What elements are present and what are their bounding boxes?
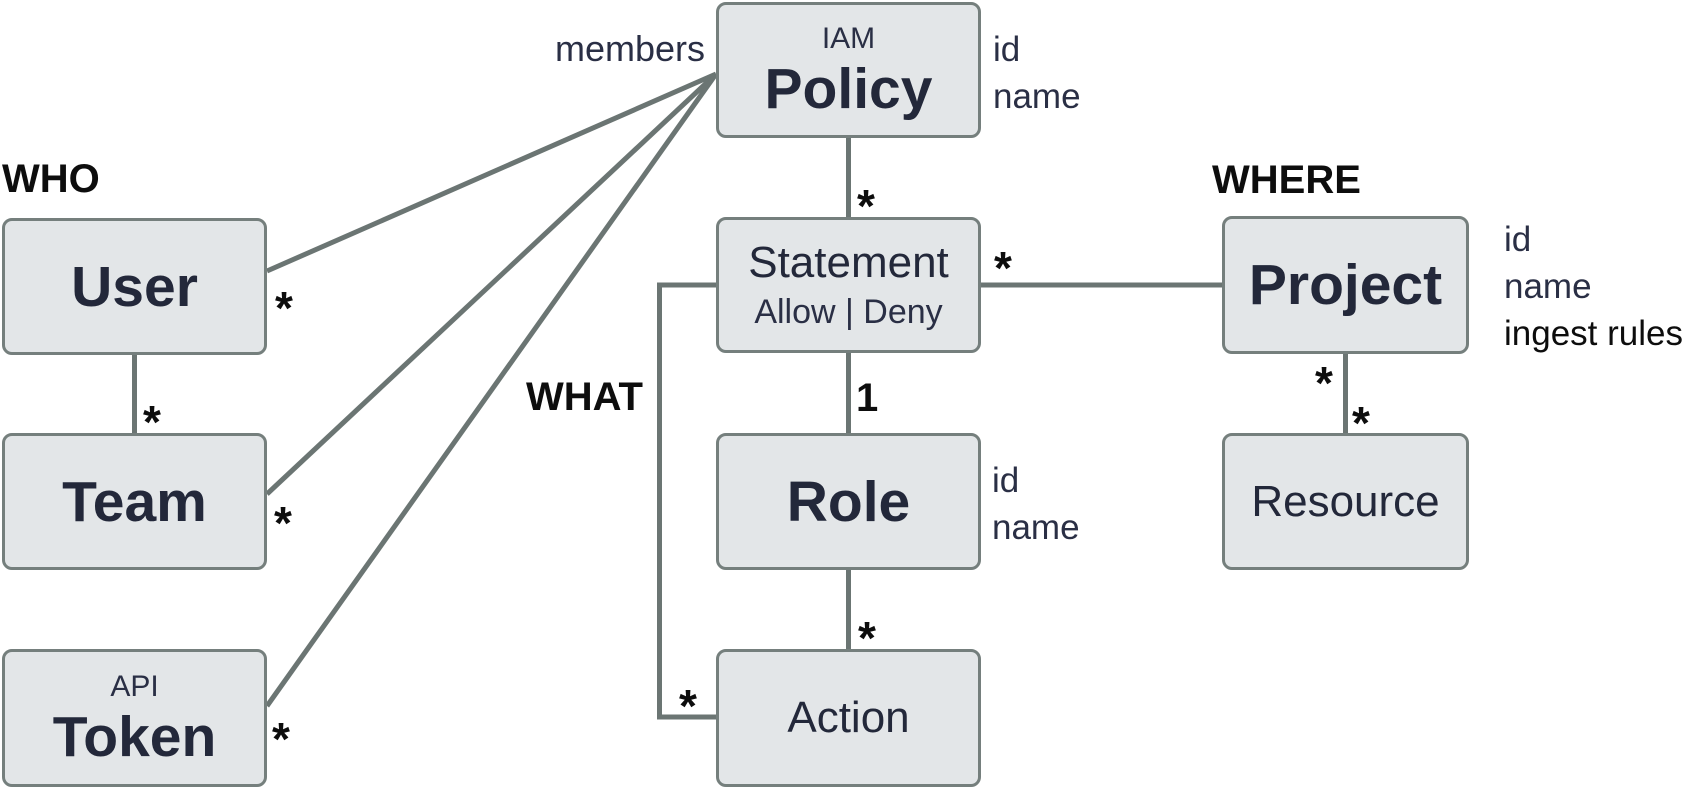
group-label-where: WHERE [1212,158,1361,202]
project-attr-id: id [1504,220,1532,259]
group-label-what: WHAT [526,375,643,419]
members-edge-label: members [554,28,705,69]
entity-action-title: Action [787,693,910,742]
cardinality-project-resource-upper: * [1315,357,1333,409]
edge-policy-token [264,72,719,708]
role-attr-id: id [992,461,1020,500]
entity-user-title: User [71,254,198,319]
entity-policy-prefix: IAM [821,22,876,55]
project-attr-ingest-rules: ingest rules [1504,314,1683,353]
entity-statement-subtitle: Allow | Deny [754,293,943,331]
entity-token-prefix: API [110,670,159,703]
role-attributes: id name [992,457,1080,551]
cardinality-statement-project: * [994,242,1012,294]
cardinality-token-policy: * [272,713,290,765]
cardinality-statement-role: 1 [856,376,879,420]
entity-policy: IAM Policy [716,2,981,138]
entity-token-title: Token [52,705,217,769]
policy-attributes: id name [993,26,1081,120]
cardinality-statement-action: * [679,680,697,732]
entity-statement: Statement Allow | Deny [716,217,981,353]
edge-policy-user [265,71,718,274]
cardinality-user-policy: * [275,282,293,334]
entity-user: User [2,218,267,355]
group-label-who: WHO [2,157,100,201]
entity-action: Action [716,649,981,787]
project-attr-name: name [1504,267,1592,306]
role-attr-name: name [992,508,1080,547]
entity-resource: Resource [1222,433,1469,570]
entity-statement-title: Statement [748,238,949,287]
cardinality-team-policy: * [274,497,292,549]
policy-attr-name: name [993,77,1081,116]
entity-project-title: Project [1248,253,1443,317]
cardinality-user-team: * [143,396,161,448]
entity-policy-title: Policy [764,57,933,121]
edge-policy-team [265,72,718,496]
entity-role-title: Role [786,469,911,534]
entity-token: API Token [2,649,267,787]
entity-resource-title: Resource [1251,476,1440,526]
entity-team: Team [2,433,267,570]
entity-role: Role [716,433,981,570]
cardinality-project-resource-lower: * [1352,397,1370,449]
entity-project: Project [1222,216,1469,354]
project-attributes: id name ingest rules [1504,216,1683,357]
entity-team-title: Team [62,469,207,534]
edge-statement-action [657,282,716,720]
policy-attr-id: id [993,30,1021,69]
cardinality-role-action: * [858,612,876,664]
cardinality-policy-statement: * [857,180,875,232]
